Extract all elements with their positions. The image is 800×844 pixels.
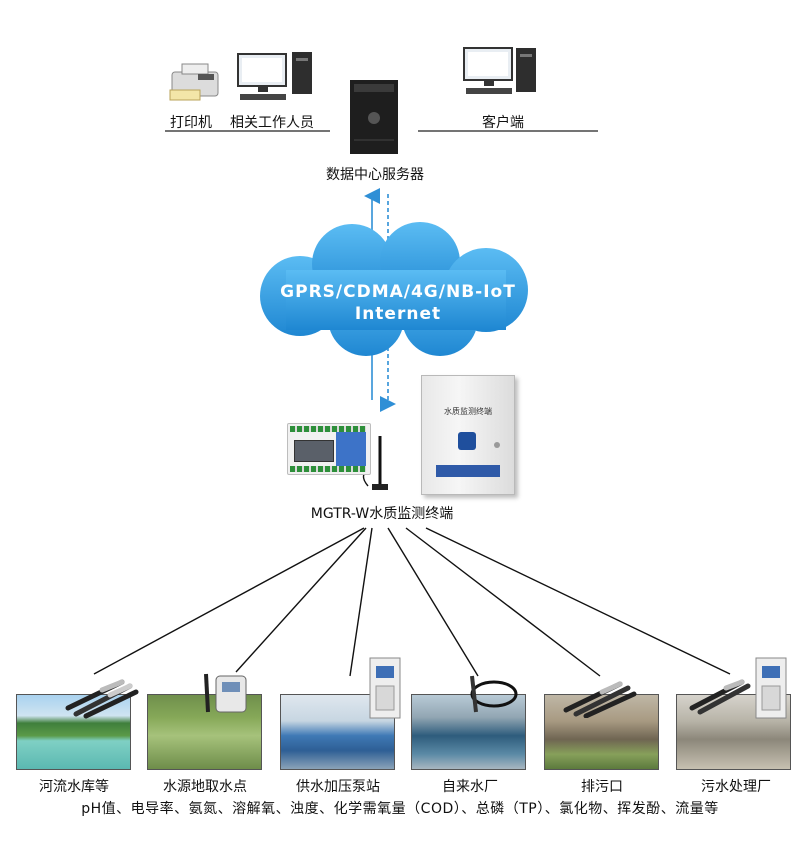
terminal-panel — [336, 432, 366, 466]
wire-to-pump — [349, 527, 373, 677]
terminal-connector-strip — [290, 426, 366, 432]
staff-label: 相关工作人员 — [230, 115, 314, 131]
server-icon — [350, 80, 398, 154]
cloud-network-label: GPRS/CDMA/4G/NB-IoT — [280, 282, 516, 302]
wire-to-treatment — [425, 527, 731, 675]
terminal-screen — [294, 440, 334, 462]
printer-label: 打印机 — [170, 115, 212, 131]
staff-computer-icon — [237, 52, 312, 100]
site-label-river: 河流水库等 — [39, 779, 109, 795]
terminal-label: MGTR-W水质监测终端 — [310, 506, 454, 522]
handheld-meter-waterworks — [470, 675, 518, 713]
handheld-meter-source — [204, 673, 247, 713]
site-label-source: 水源地取水点 — [163, 779, 247, 795]
terminal-device — [287, 423, 371, 475]
cabinet-knob — [494, 442, 500, 448]
site-label-outfall: 排污口 — [581, 779, 623, 795]
cabinet-nameplate — [436, 465, 500, 477]
cabinet-logo-icon — [458, 432, 476, 450]
internet-cloud — [260, 222, 528, 356]
wire-to-river — [93, 527, 365, 675]
site-label-pump: 供水加压泵站 — [296, 779, 380, 795]
probe-cluster-river — [65, 679, 139, 719]
cloud-internet-label: Internet — [354, 304, 442, 324]
parameters-footer: pH值、电导率、氨氮、溶解氧、浊度、化学需氧量（COD）、总磷（TP）、氯化物、… — [81, 801, 719, 817]
server-label: 数据中心服务器 — [326, 167, 424, 183]
probe-cluster-outfall — [563, 681, 637, 718]
fan-out-wires — [93, 527, 731, 677]
terminal-cabinet: 水质监测终端 — [421, 375, 515, 495]
client-computer-icon — [463, 47, 536, 94]
wire-to-source — [235, 527, 367, 673]
analyzer-cabinet-pump — [369, 657, 401, 719]
cabinet-title: 水质监测终端 — [444, 407, 492, 416]
site-photo-waterworks — [411, 694, 526, 770]
analyzer-cabinet-treatment — [755, 657, 787, 719]
wire-to-outfall — [405, 527, 601, 677]
site-label-waterworks: 自来水厂 — [442, 779, 498, 795]
site-label-treatment: 污水处理厂 — [701, 779, 771, 795]
probe-cluster-treatment — [689, 679, 751, 715]
printer-icon — [169, 63, 219, 101]
client-label: 客户端 — [482, 115, 524, 131]
terminal-connector-strip-bottom — [290, 466, 366, 472]
wire-to-waterworks — [387, 527, 479, 677]
